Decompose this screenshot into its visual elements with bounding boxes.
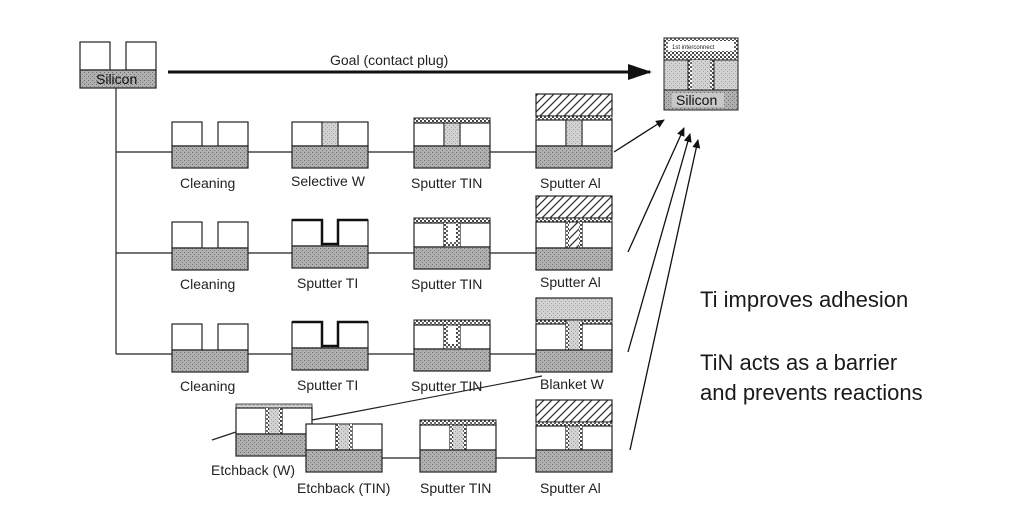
row2-sputter-ti-label: Sputter TI	[297, 275, 358, 291]
row1-cleaning-structure	[171, 121, 249, 169]
row3-sputter-tin-structure	[413, 319, 491, 372]
row4-etchback-tin-label: Etchback (TIN)	[297, 480, 390, 496]
row4-etchback-w-structure	[235, 403, 313, 457]
row4-sputter-al-structure	[535, 399, 613, 473]
row4-etchback-tin-structure	[305, 423, 383, 473]
row3-cleaning-structure	[171, 323, 249, 373]
note-ti-adhesion: Ti improves adhesion	[700, 287, 909, 312]
row3-blanket-w-structure	[535, 297, 613, 373]
silicon-label: Silicon	[96, 71, 137, 87]
row4-sputter-tin-label: Sputter TIN	[420, 480, 491, 496]
row3-cleaning-label: Cleaning	[180, 378, 235, 394]
row1-cleaning-label: Cleaning	[180, 175, 235, 191]
row2-cleaning-label: Cleaning	[180, 276, 235, 292]
row2-sputter-tin-structure	[413, 217, 491, 270]
row4-sputter-tin-structure	[419, 419, 497, 473]
interconnect-label: 1st interconnect	[672, 45, 715, 51]
row1-sputter-al-structure	[535, 93, 613, 169]
row1-selective-w-label: Selective W	[291, 173, 366, 189]
row2-sputter-tin-label: Sputter TIN	[411, 276, 482, 292]
row2-sputter-al-structure	[535, 195, 613, 271]
row3-sputter-ti-structure	[291, 320, 369, 371]
note-tin-barrier-line2: and prevents reactions	[700, 380, 923, 405]
goal-structure: 1st interconnect Silicon	[663, 37, 739, 111]
goal-label: Goal (contact plug)	[330, 52, 448, 68]
row4-etchback-w-label: Etchback (W)	[211, 462, 295, 478]
row3-blanket-w-label: Blanket W	[540, 376, 605, 392]
start-structure: Silicon	[79, 41, 157, 89]
row1-selective-w-structure	[291, 121, 369, 169]
note-tin-barrier-line1: TiN acts as a barrier	[700, 350, 898, 375]
row1-sputter-tin-structure	[413, 117, 491, 169]
branch-lines	[115, 88, 543, 459]
row1-sputter-tin-label: Sputter TIN	[411, 175, 482, 191]
row2-cleaning-structure	[171, 221, 249, 271]
row3-sputter-tin-label: Sputter TIN	[411, 378, 482, 394]
goal-arrows	[613, 119, 701, 451]
row2-sputter-ti-structure	[291, 218, 369, 269]
row1-sputter-al-label: Sputter Al	[540, 175, 601, 191]
row3-sputter-ti-label: Sputter TI	[297, 377, 358, 393]
row4-sputter-al-label: Sputter Al	[540, 480, 601, 496]
row2-sputter-al-label: Sputter Al	[540, 274, 601, 290]
svg-text:Silicon: Silicon	[676, 92, 717, 108]
